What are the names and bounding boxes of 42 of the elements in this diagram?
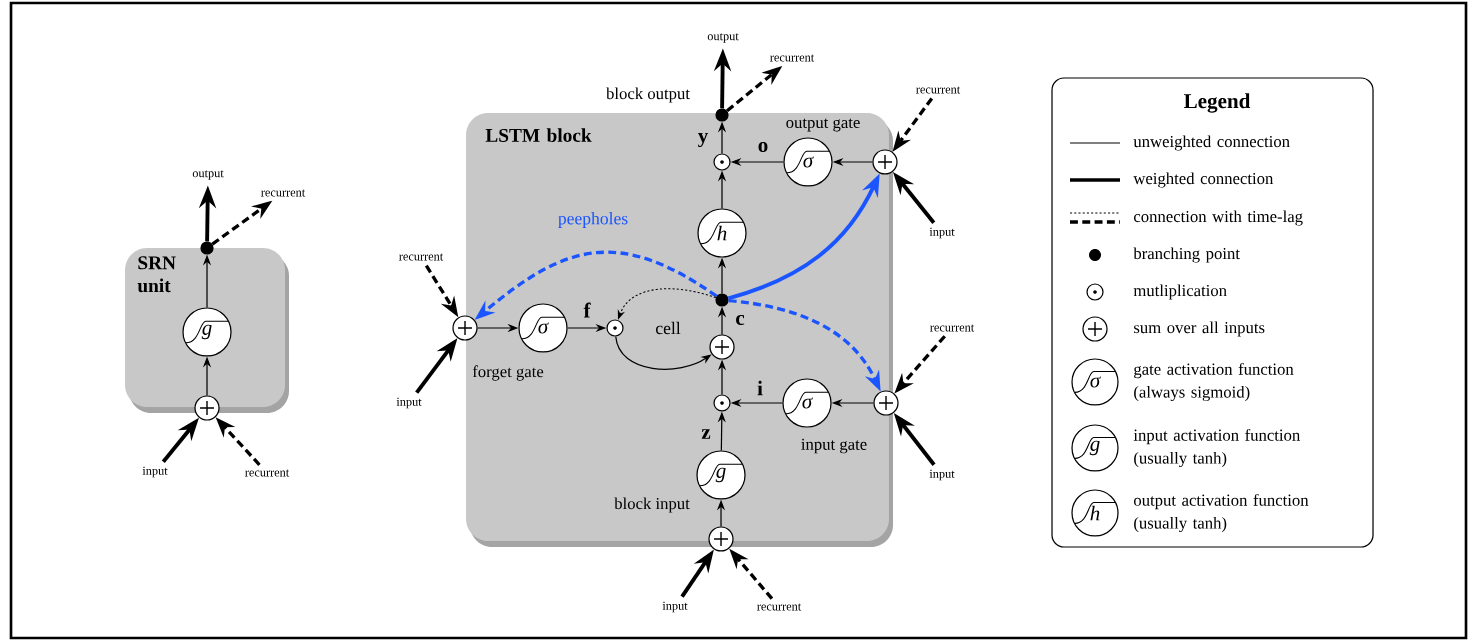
legend-label: sum over all inputs <box>1134 321 1265 337</box>
io-label: input <box>142 466 168 478</box>
node-caption: block input <box>614 497 690 513</box>
sum-circle <box>708 526 734 552</box>
io-label: input <box>396 397 422 409</box>
legend-label: weighted connection <box>1133 172 1274 188</box>
legend-label: gate activation function (always sigmoid) <box>1134 362 1294 402</box>
legend-label: unweighted connection <box>1133 135 1290 151</box>
io-label: recurrent <box>930 324 975 332</box>
legend-title: Legend <box>1184 93 1251 113</box>
io-label: input <box>929 227 955 239</box>
edge-label: i <box>755 378 765 398</box>
io-label: input <box>929 469 955 481</box>
sum-circle <box>873 390 899 416</box>
node-caption: forget gate <box>472 365 544 381</box>
annotation-label: cell <box>656 321 681 335</box>
node-caption: input gate <box>801 438 867 454</box>
io-label: output <box>192 170 224 180</box>
legend-label: output activation function (usually tanh) <box>1134 493 1309 533</box>
annotation-label: peepholes <box>556 210 630 230</box>
legend-label: input activation function (usually tanh) <box>1133 428 1300 468</box>
io-label: recurrent <box>916 86 961 94</box>
legend-label: branching point <box>1133 247 1240 263</box>
node-caption: block output <box>606 87 690 103</box>
sum-circle <box>872 149 898 175</box>
io-label: recurrent <box>399 253 444 261</box>
legend-label: connection with time-lag <box>1134 210 1303 226</box>
node-caption: output gate <box>786 118 860 132</box>
io-label: input <box>662 601 688 613</box>
multiplication-circle <box>713 153 731 171</box>
multiplication-circle <box>713 394 731 412</box>
sum-circle <box>709 334 735 360</box>
io-label: recurrent <box>261 189 306 197</box>
sum-circle <box>452 315 478 341</box>
sum-circle <box>194 395 220 421</box>
multiplication-circle <box>606 319 624 337</box>
io-label: recurrent <box>245 469 290 477</box>
io-label: recurrent <box>770 54 815 62</box>
io-label: recurrent <box>757 603 802 611</box>
edge-label: f <box>581 300 593 320</box>
io-label: output <box>707 33 739 43</box>
legend-label: mutliplication <box>1133 284 1227 300</box>
